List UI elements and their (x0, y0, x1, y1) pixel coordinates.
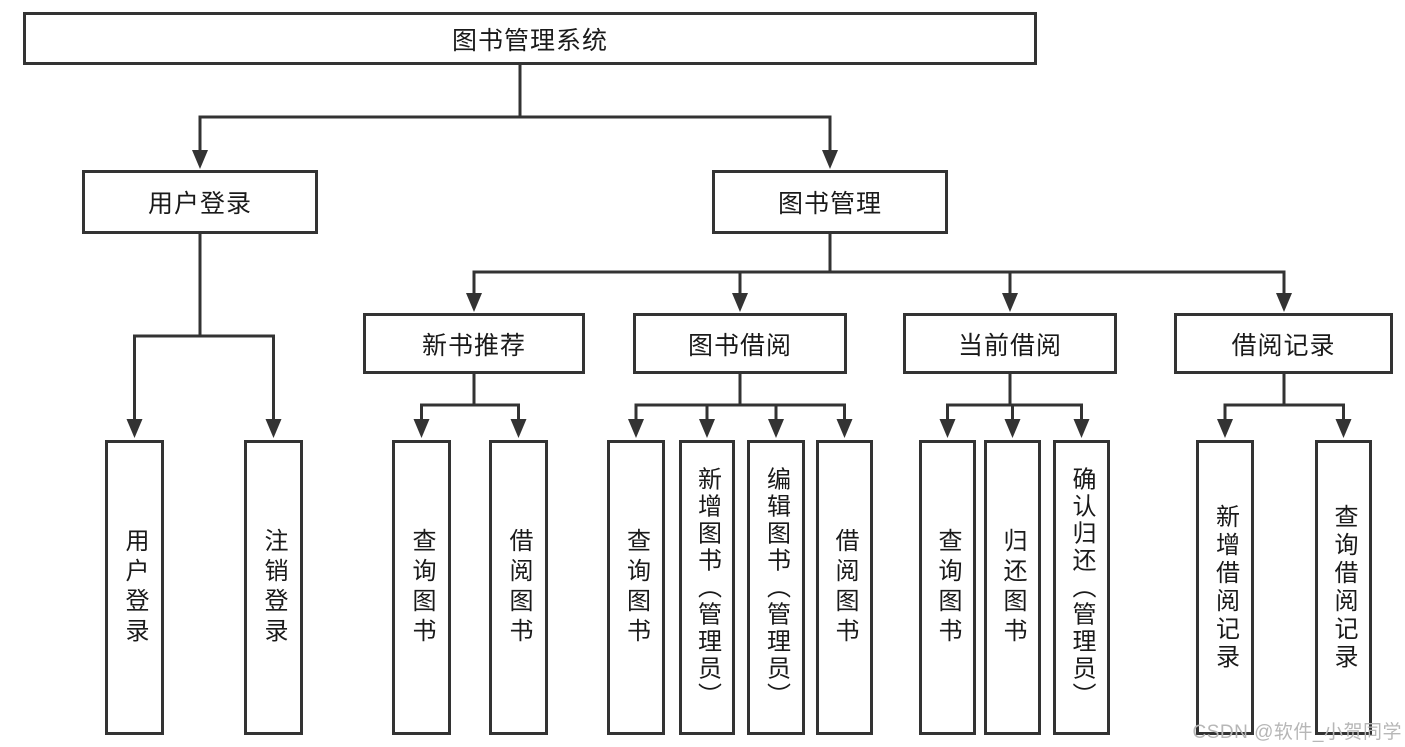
watermark: CSDN @软件_小贺同学 (1192, 722, 1402, 743)
connector-root-to-level2 (198, 63, 832, 154)
arrow-down-icon (466, 293, 482, 312)
arrow-down-icon (126, 419, 143, 438)
arrow-down-icon (732, 293, 748, 312)
leaf-user-login: 用户登录 (105, 440, 164, 735)
arrow-down-icon (1335, 419, 1352, 438)
leaf-query-books-current-label: 查询图书 (934, 527, 961, 648)
node-current-borrowing: 当前借阅 (903, 313, 1117, 374)
node-borrowing-records-label: 借阅记录 (1231, 331, 1336, 360)
arrow-down-icon (628, 419, 644, 438)
leaf-query-books-newbook: 查询图书 (392, 440, 451, 735)
leaf-add-books-admin: 新增图书（管理员） (679, 440, 735, 735)
leaf-borrow-books-borrow-label: 借阅图书 (831, 527, 858, 648)
leaf-user-login-label: 用户登录 (121, 527, 148, 648)
node-new-book-recommendation: 新书推荐 (363, 313, 585, 374)
leaf-add-books-admin-label: 新增图书（管理员） (693, 466, 721, 709)
arrow-down-icon (1002, 293, 1018, 312)
arrow-down-icon (699, 419, 715, 438)
node-user-login: 用户登录 (82, 170, 318, 234)
arrow-down-icon (1276, 293, 1292, 312)
connector-current-borrow-to-children (946, 372, 1083, 423)
connector-user-login-to-children (133, 232, 275, 423)
node-root-label: 图书管理系统 (451, 26, 608, 55)
arrowheads (126, 150, 1352, 438)
leaf-logout-login-label: 注销登录 (260, 527, 287, 648)
arrow-down-icon (768, 419, 784, 438)
leaf-borrow-books-borrow: 借阅图书 (816, 440, 873, 735)
leaf-logout-login: 注销登录 (244, 440, 303, 735)
leaf-edit-books-admin-label: 编辑图书（管理员） (762, 466, 790, 709)
arrow-down-icon (1217, 419, 1233, 438)
connector-new-book-to-children (420, 372, 520, 423)
leaf-query-books-newbook-label: 查询图书 (408, 527, 435, 648)
leaf-query-books-borrow-label: 查询图书 (622, 527, 650, 648)
leaf-query-borrow-record-label: 查询借阅记录 (1330, 503, 1357, 672)
arrow-down-icon (1073, 419, 1090, 438)
node-book-borrowing-label: 图书借阅 (687, 331, 792, 360)
leaf-borrow-books-newbook: 借阅图书 (489, 440, 548, 735)
node-book-management-label: 图书管理 (777, 190, 882, 218)
node-new-book-recommendation-label: 新书推荐 (421, 331, 526, 360)
leaf-return-books-label: 归还图书 (999, 527, 1026, 648)
arrow-down-icon (939, 419, 956, 438)
leaf-edit-books-admin: 编辑图书（管理员） (747, 440, 805, 735)
node-book-borrowing: 图书借阅 (633, 313, 847, 374)
arrow-down-icon (192, 150, 208, 169)
connector-borrow-record-to-children (1223, 372, 1345, 423)
node-current-borrowing-label: 当前借阅 (957, 331, 1062, 360)
node-root: 图书管理系统 (23, 12, 1037, 65)
leaf-confirm-return-admin: 确认归还（管理员） (1053, 440, 1110, 735)
leaf-add-borrow-record-label: 新增借阅记录 (1211, 503, 1239, 672)
leaf-confirm-return-admin-label: 确认归还（管理员） (1068, 466, 1095, 709)
connector-book-borrow-to-children (634, 372, 846, 423)
leaf-query-borrow-record: 查询借阅记录 (1315, 440, 1372, 735)
leaf-borrow-books-newbook-label: 借阅图书 (505, 527, 532, 648)
arrow-down-icon (836, 419, 853, 438)
arrow-down-icon (822, 150, 838, 169)
arrow-down-icon (265, 419, 282, 438)
arrow-down-icon (1004, 419, 1021, 438)
node-borrowing-records: 借阅记录 (1174, 313, 1393, 374)
node-user-login-label: 用户登录 (147, 190, 252, 218)
leaf-return-books: 归还图书 (984, 440, 1041, 735)
leaf-add-borrow-record: 新增借阅记录 (1196, 440, 1254, 735)
arrow-down-icon (510, 419, 527, 438)
node-book-management: 图书管理 (712, 170, 948, 234)
leaf-query-books-borrow: 查询图书 (607, 440, 665, 735)
arrow-down-icon (413, 419, 430, 438)
leaf-query-books-current: 查询图书 (919, 440, 976, 735)
connector-book-management-to-level3 (472, 232, 1286, 297)
